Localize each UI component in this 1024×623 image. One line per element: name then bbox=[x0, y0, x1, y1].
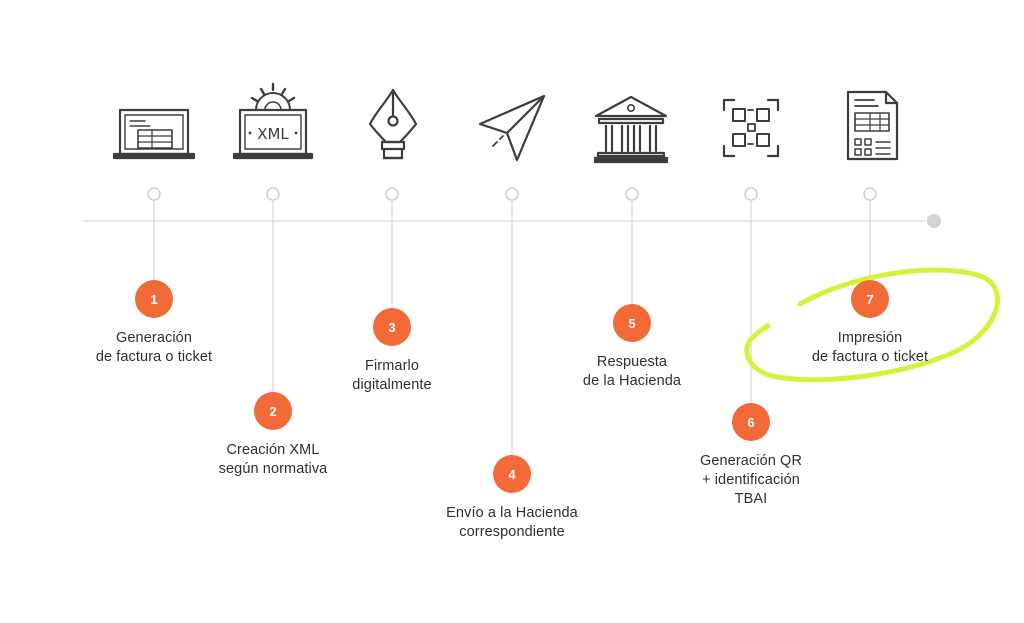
highlight-scribble bbox=[744, 267, 1000, 383]
government-building-icon bbox=[593, 95, 669, 164]
step-5-label-line: Respuesta bbox=[596, 354, 668, 370]
step-1-label: Generación de factura o ticket bbox=[54, 329, 254, 367]
step-1-number: 1 bbox=[150, 292, 157, 307]
step-5-label: Respuesta de la Hacienda bbox=[532, 353, 732, 391]
step-2-badge bbox=[254, 392, 292, 430]
step-4-label-line: correspondiente bbox=[459, 524, 565, 540]
fountain-pen-nib-icon bbox=[368, 88, 418, 160]
step-3-label: Firmarlo digitalmente bbox=[292, 357, 492, 395]
step-3-badge bbox=[373, 308, 411, 346]
step-1-node bbox=[147, 187, 161, 201]
step-6-node bbox=[744, 187, 758, 201]
laptop-invoice-icon bbox=[112, 108, 196, 160]
step-5-number: 5 bbox=[628, 316, 635, 331]
step-4-badge bbox=[493, 455, 531, 493]
step-6-label-line: Generación QR bbox=[699, 453, 803, 469]
step-7-number: 7 bbox=[866, 292, 873, 307]
qr-code-icon bbox=[722, 98, 780, 158]
step-1-label-line: de factura o ticket bbox=[95, 349, 213, 365]
step-6-label-line: TBAI bbox=[734, 491, 768, 507]
step-6-label-line: + identificación bbox=[702, 472, 800, 488]
step-2-number: 2 bbox=[269, 404, 276, 419]
step-3-number: 3 bbox=[388, 320, 395, 335]
laptop-xml-gear-icon bbox=[232, 82, 314, 160]
step-connectors bbox=[147, 187, 877, 460]
timeline-end-dot bbox=[927, 214, 941, 228]
step-7-badge bbox=[851, 280, 889, 318]
step-number-badges: 1 2 3 4 5 6 7 bbox=[135, 280, 889, 493]
step-1-label-line: Generación bbox=[116, 330, 192, 346]
step-3-label-line: Firmarlo bbox=[365, 358, 419, 374]
paper-plane-send-icon bbox=[478, 94, 546, 162]
step-1-badge bbox=[135, 280, 173, 318]
step-2-label-line: Creación XML bbox=[226, 442, 320, 458]
step-5-badge bbox=[613, 304, 651, 342]
step-2-label-line: según normativa bbox=[218, 461, 328, 477]
step-5-node bbox=[625, 187, 639, 201]
step-4-node bbox=[505, 187, 519, 201]
step-6-badge bbox=[732, 403, 770, 441]
step-6-number: 6 bbox=[747, 415, 754, 430]
step-2-label: Creación XML según normativa bbox=[173, 441, 373, 479]
step-4-number: 4 bbox=[508, 467, 516, 482]
step-7-label-line: Impresión bbox=[837, 330, 903, 346]
xml-icon-text: XML bbox=[257, 125, 289, 143]
step-5-label-line: de la Hacienda bbox=[582, 373, 682, 389]
step-3-node bbox=[385, 187, 399, 201]
step-4-label-line: Envío a la Hacienda bbox=[446, 505, 578, 521]
step-2-node bbox=[266, 187, 280, 201]
step-7-label-line: de factura o ticket bbox=[811, 349, 929, 365]
step-7-node bbox=[863, 187, 877, 201]
step-7-label: Impresión de factura o ticket bbox=[770, 329, 970, 367]
step-3-label-line: digitalmente bbox=[352, 377, 432, 393]
step-4-label: Envío a la Hacienda correspondiente bbox=[412, 504, 612, 542]
printed-ticket-qr-icon bbox=[846, 90, 899, 161]
